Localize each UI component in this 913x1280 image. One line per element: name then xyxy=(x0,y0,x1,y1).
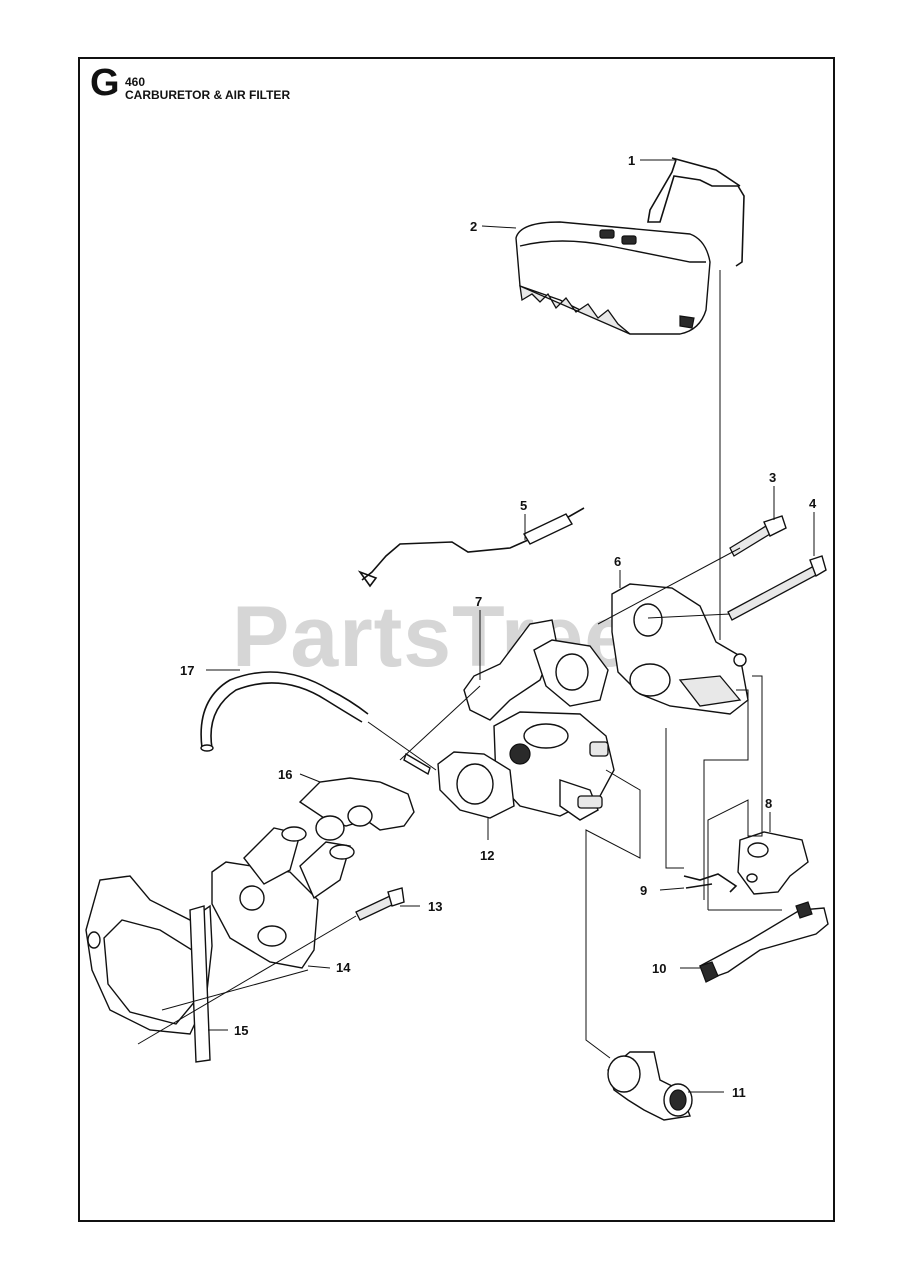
callout-6: 6 xyxy=(614,554,621,569)
model-number: 460 xyxy=(125,75,146,89)
callout-10: 10 xyxy=(652,961,666,976)
carburetor-body[interactable] xyxy=(493,711,615,821)
part-6-bracket[interactable] xyxy=(611,583,749,715)
callout-1: 1 xyxy=(628,153,635,168)
callout-8: 8 xyxy=(765,796,772,811)
part-8-choke-lever[interactable] xyxy=(737,831,809,895)
diagram-frame xyxy=(78,57,835,1222)
callout-14: 14 xyxy=(336,960,351,975)
callout-4: 4 xyxy=(809,496,817,511)
part-2-air-filter-cover[interactable] xyxy=(515,221,711,335)
callout-labels: 1 2 3 4 5 6 7 8 9 10 11 12 13 14 15 16 1… xyxy=(180,153,817,1100)
part-12-intake-ring[interactable] xyxy=(437,751,515,819)
callout-17: 17 xyxy=(180,663,194,678)
part-4-long-bolt[interactable] xyxy=(727,555,827,621)
part-14-intake-adapter[interactable] xyxy=(211,826,355,969)
part-13-screw[interactable] xyxy=(355,887,405,921)
section-letter: G xyxy=(90,62,120,104)
part-9-spring-clip[interactable] xyxy=(683,873,738,893)
callout-9: 9 xyxy=(640,883,647,898)
part-7-gasket[interactable] xyxy=(463,619,609,721)
callout-15: 15 xyxy=(234,1023,248,1038)
part-3-bolt[interactable] xyxy=(729,515,787,557)
callout-7: 7 xyxy=(475,594,482,609)
callout-5: 5 xyxy=(520,498,527,513)
callout-3: 3 xyxy=(769,470,776,485)
callout-11: 11 xyxy=(732,1085,746,1100)
part-11-rubber-connector[interactable] xyxy=(607,1051,693,1121)
part-17-fuel-hose[interactable] xyxy=(200,671,369,752)
part-1-wire-clip[interactable] xyxy=(647,157,745,267)
callout-12: 12 xyxy=(480,848,494,863)
leader-lines xyxy=(137,159,815,1093)
callout-16: 16 xyxy=(278,767,292,782)
diagram-title: CARBURETOR & AIR FILTER xyxy=(125,88,291,102)
part-16-intake-manifold[interactable] xyxy=(298,752,431,841)
part-15-filter-holder[interactable] xyxy=(85,875,213,1063)
callout-2: 2 xyxy=(470,219,477,234)
part-5-choke-rod[interactable] xyxy=(357,507,585,588)
part-10-throttle-rod[interactable] xyxy=(699,901,829,983)
callout-13: 13 xyxy=(428,899,442,914)
